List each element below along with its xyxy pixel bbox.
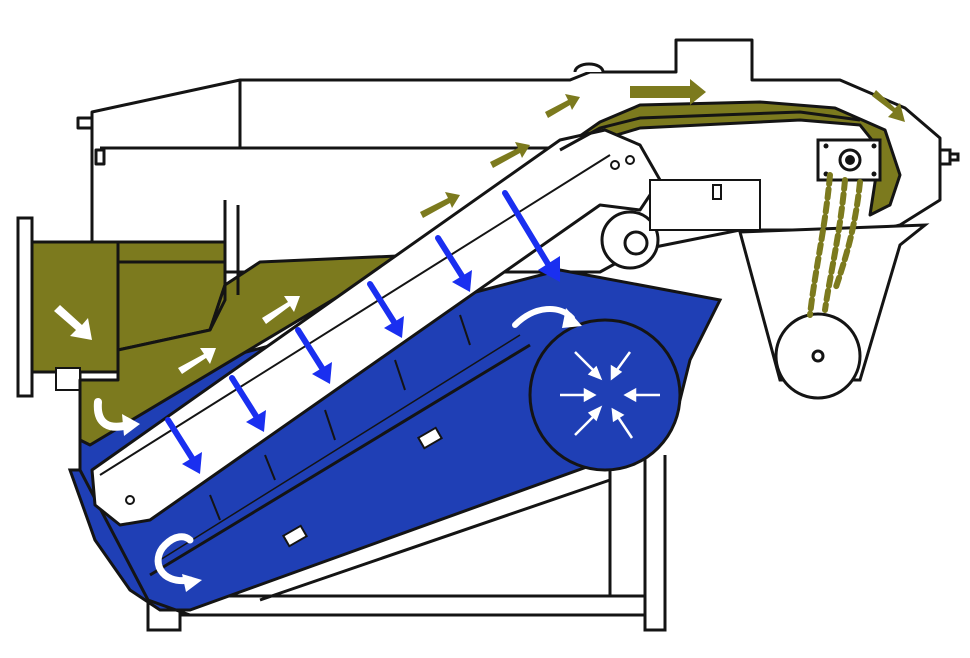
u-turn-arrow-head <box>122 414 140 436</box>
discharge-chute <box>738 148 960 400</box>
water-flow-arrow-head <box>562 308 582 328</box>
product-flow-arrow <box>54 296 300 374</box>
falling-product <box>807 172 863 318</box>
product-flow-arrows <box>420 79 905 218</box>
mounting-tabs <box>281 426 444 548</box>
turbulence-arrows <box>560 351 660 439</box>
drive-pulley <box>600 179 761 270</box>
upper-belt <box>559 110 861 152</box>
head-pulley <box>816 138 882 182</box>
u-turn-arrow <box>154 533 194 585</box>
machine-frame <box>146 455 667 632</box>
product-channel <box>16 100 902 447</box>
water-flow-arrow <box>165 190 560 474</box>
u-turn-arrow-head <box>182 574 202 592</box>
